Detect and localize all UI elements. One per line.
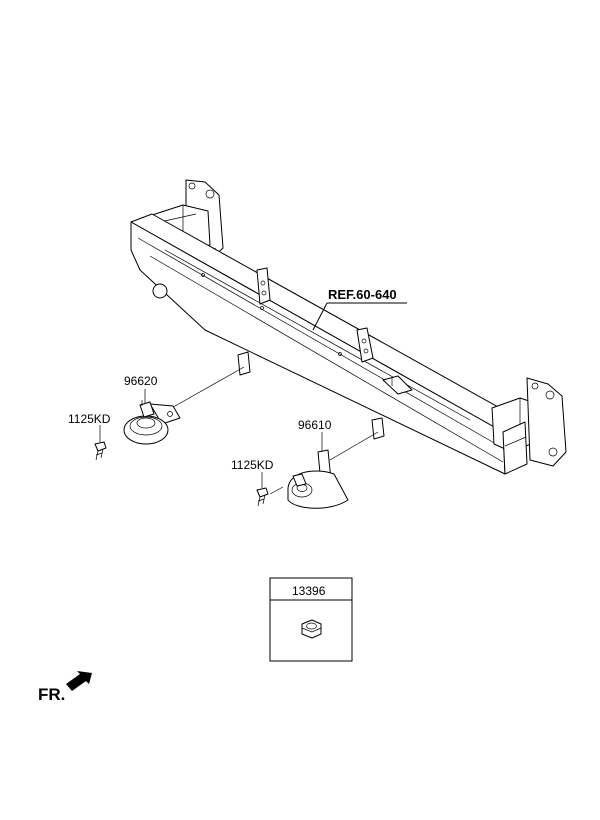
bolt-right-label: 1125KD <box>231 458 274 472</box>
legend-part-number: 13396 <box>292 584 326 598</box>
horn-left[interactable]: 96620 <box>123 366 245 445</box>
horn-right-label: 96610 <box>298 418 332 432</box>
horn-left-label: 96620 <box>124 374 158 388</box>
ref-callout[interactable]: REF.60-640 <box>312 287 407 331</box>
legend-box: 13396 <box>269 577 353 662</box>
bolt-right[interactable]: 1125KD <box>231 458 284 507</box>
bolt-left-label: 1125KD <box>68 412 111 426</box>
front-direction-indicator: FR. <box>38 671 92 704</box>
horn-right[interactable]: 96610 <box>287 418 379 509</box>
ref-label: REF.60-640 <box>328 287 397 302</box>
bolt-left[interactable]: 1125KD <box>68 412 111 461</box>
bumper-beam <box>130 179 567 475</box>
fr-label: FR. <box>38 685 65 704</box>
arrow-icon <box>66 671 92 691</box>
nut-icon <box>301 619 322 639</box>
